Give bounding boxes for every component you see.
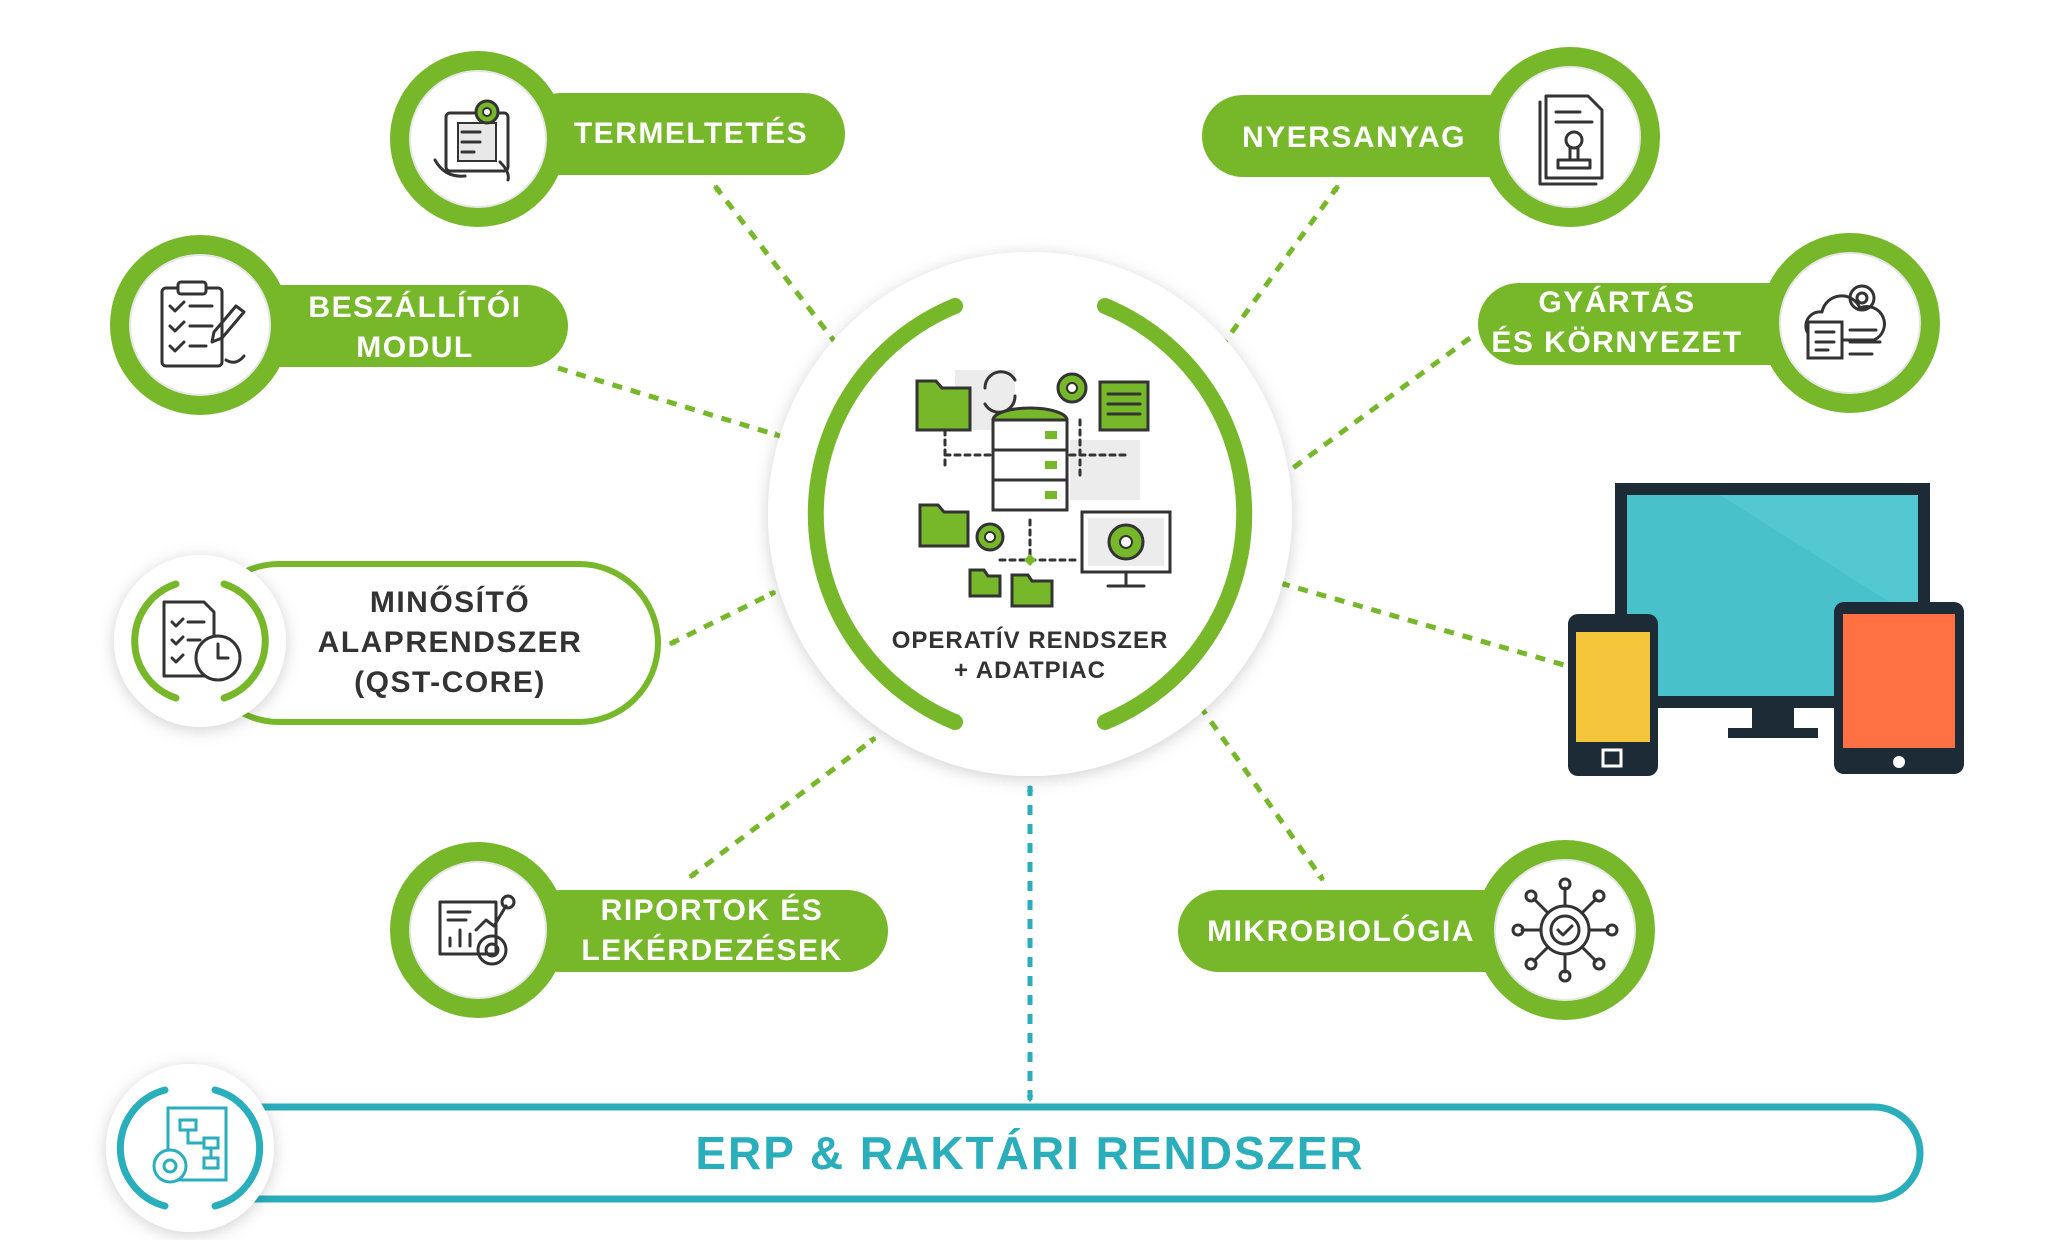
module-minosito[interactable] [114,555,661,727]
label-mikrobiologia: MIKROBIOLÓGIA [1207,915,1475,948]
document-stamp-icon [1538,94,1604,186]
microbe-network-icon [1511,877,1619,983]
label-center-line2: + ADATPIAC [953,657,1106,684]
database-network-icon [915,370,1172,608]
label-gyartas-line1: GYÁRTÁS [1538,286,1696,319]
module-gyartas[interactable] [1478,233,1940,413]
module-mikrobiologia[interactable] [1178,840,1655,1020]
label-riportok: RIPORTOK ÉS LEKÉRDEZÉSEK [572,891,852,971]
label-erp: ERP & RAKTÁRI RENDSZER [695,1127,1365,1179]
tablet-gear-icon [433,99,510,182]
label-minosito-line3: (QST-CORE) [354,666,546,699]
arrow-beszallitoi [557,365,782,439]
module-beszallitoi[interactable] [110,235,568,415]
module-riportok[interactable] [390,842,888,1018]
clipboard-checklist-icon [160,280,246,368]
connector-arrows [557,184,1580,882]
arrow-mikrobiologia [1197,704,1326,882]
arrow-gyartas [1280,335,1472,479]
module-erp[interactable] [106,1064,1924,1232]
arrow-termeltetes [713,184,840,348]
label-minosito-line1: MINŐSÍTŐ [369,586,531,619]
label-minosito-line2: ALAPRENDSZER [317,626,583,659]
arrow-minosito [668,589,777,647]
cloud-gear-icon [1804,284,1886,360]
flowchart-gear-icon [152,1106,228,1184]
label-termeltetes: TERMELTETÉS [573,117,809,150]
label-beszallitoi-line1: BESZÁLLÍTÓI [308,291,522,324]
label-beszallitoi-line2: MODUL [356,331,474,364]
label-gyartas-line2: ÉS KÖRNYEZET [1491,326,1743,359]
label-center-line1: OPERATÍV RENDSZER [891,627,1169,654]
arrow-riportok [688,736,877,879]
arrow-nyersanyag [1213,184,1341,356]
label-nyersanyag: NYERSANYAG [1242,121,1466,154]
label-gyartas: GYÁRTÁS ÉS KÖRNYEZET [1482,283,1752,363]
module-termeltetes[interactable] [390,51,845,227]
label-center: OPERATÍV RENDSZER + ADATPIAC [855,626,1205,686]
label-minosito: MINŐSÍTŐ ALAPRENDSZER (QST-CORE) [300,583,600,703]
checklist-clock-icon [162,600,242,682]
arrow-devices [1278,580,1580,672]
label-beszallitoi: BESZÁLLÍTÓI MODUL [280,288,550,368]
report-chart-icon [438,894,516,966]
module-nyersanyag[interactable] [1202,47,1660,227]
label-riportok-line1: RIPORTOK ÉS [600,894,824,927]
label-riportok-line2: LEKÉRDEZÉSEK [581,934,843,967]
devices-icon [1568,483,1964,776]
central-hub [768,252,1292,776]
